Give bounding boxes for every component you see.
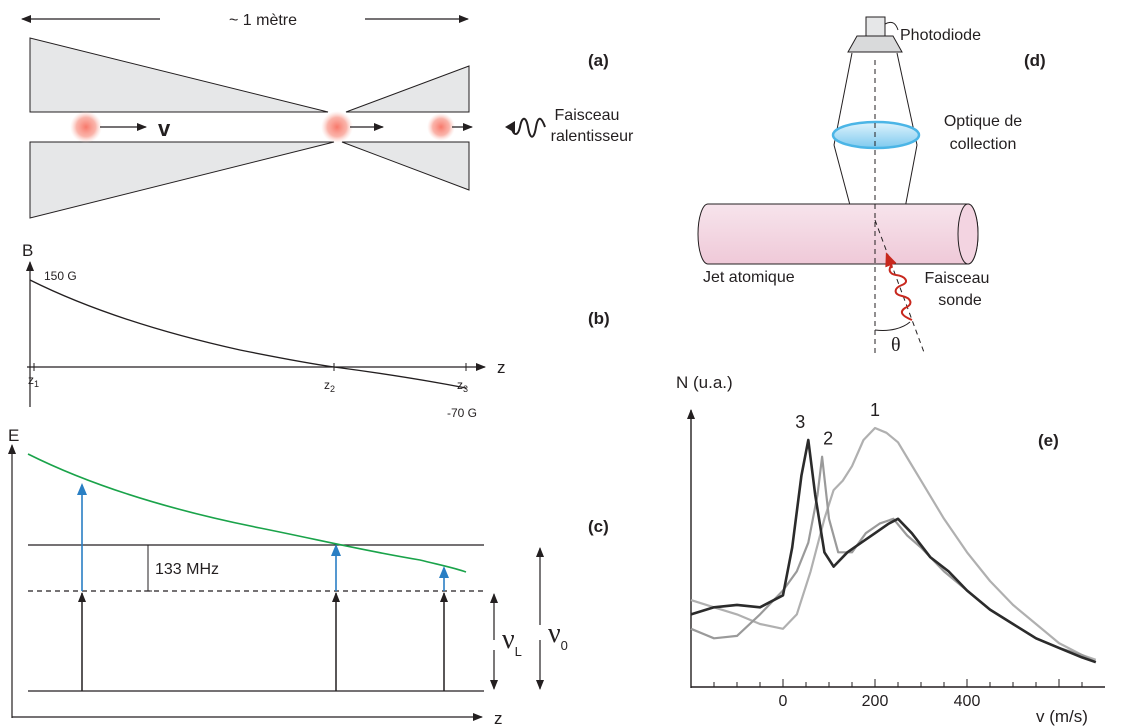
panel-a-zeeman-slower: ~ 1 mètre v Faisceau ralentisseur (a)	[21, 12, 634, 219]
nu-0-label: ν0	[548, 618, 568, 653]
e-y-axis-label: E	[8, 426, 19, 445]
angle-arc	[874, 321, 911, 331]
chart-ticks: 0 200 400	[713, 679, 1083, 710]
peak-label-1: 1	[870, 400, 880, 420]
panel-label-d: (d)	[1024, 51, 1046, 70]
velocity-series-1	[690, 426, 1097, 661]
coil-upper-right	[345, 65, 470, 113]
length-label: ~ 1 mètre	[229, 12, 297, 29]
b-x-axis-label: z	[497, 358, 506, 377]
photodiode-cable	[884, 21, 899, 31]
panel-d-detection-setup: Photodiode Optique de collection Jet ato…	[697, 16, 1046, 356]
nu-l-label: νL	[502, 624, 522, 659]
probe-beam-arrowhead	[885, 252, 897, 269]
coil-lower-right	[341, 141, 470, 191]
peak-label-3: 3	[795, 412, 805, 432]
chart-lines	[690, 426, 1097, 664]
photodiode-label: Photodiode	[900, 27, 981, 44]
probe-label-1: Faisceau	[925, 270, 990, 287]
b-max-label: 150 G	[44, 269, 77, 283]
x-tick-label: 200	[862, 693, 889, 710]
velocity-label: v	[158, 116, 171, 141]
slowing-beam-arrowhead-icon	[505, 121, 515, 133]
coil-upper-left	[29, 37, 329, 113]
panel-c-energy-levels: E z 133 MHz νL ν0 (c)	[7, 426, 609, 726]
panel-label-a: (a)	[588, 51, 609, 70]
b-y-axis-label: B	[22, 241, 33, 260]
z2-label: z2	[324, 378, 335, 394]
velocity-series-3	[690, 438, 1097, 664]
panel-label-b: (b)	[588, 309, 610, 328]
chart-peak-labels: 1 23	[795, 400, 880, 449]
coil-lower-left	[29, 141, 335, 219]
optics-label-1: Optique de	[944, 113, 1022, 130]
panel-b-field-profile: B z 150 G -70 G z1 z2 z3 (b)	[22, 241, 610, 420]
panel-label-c: (c)	[588, 517, 609, 536]
atomic-jet-end	[957, 203, 979, 265]
atom-mid	[321, 111, 353, 143]
x-tick-label: 0	[779, 693, 788, 710]
z3-label: z3	[457, 378, 468, 394]
atom-fast	[70, 111, 102, 143]
photodiode-body	[865, 16, 886, 37]
jet-label: Jet atomique	[703, 269, 795, 286]
b-field-curve	[29, 279, 467, 389]
photodiode-icon	[847, 35, 903, 53]
slowing-beam-label-1: Faisceau	[555, 107, 620, 124]
atom-slow	[427, 113, 455, 141]
probe-beam-wave-icon	[888, 264, 913, 321]
panel-e-velocity-chart: N (u.a.) v (m/s) 0 200 400 1 23 (e)	[676, 373, 1105, 726]
chart-x-label: v (m/s)	[1036, 707, 1088, 726]
slowing-beam-wave-icon	[511, 117, 546, 138]
panel-label-e: (e)	[1038, 431, 1059, 450]
e-x-axis-label: z	[494, 709, 503, 726]
z1-label: z1	[28, 373, 39, 389]
atomic-jet-cylinder	[697, 203, 979, 265]
detuning-label: 133 MHz	[155, 561, 219, 578]
probe-axis-dashed	[874, 219, 926, 356]
angle-label: θ	[891, 334, 901, 356]
optics-label-2: collection	[950, 136, 1017, 153]
velocity-series-2	[690, 455, 1097, 664]
b-min-label: -70 G	[447, 406, 477, 420]
resonance-curve	[27, 453, 467, 573]
chart-y-label: N (u.a.)	[676, 373, 733, 392]
slowing-beam-label-2: ralentisseur	[551, 128, 634, 145]
probe-label-2: sonde	[938, 292, 982, 309]
peak-label-2: 2	[823, 429, 833, 449]
collection-lens-icon	[831, 120, 921, 150]
x-tick-label: 400	[954, 693, 981, 710]
